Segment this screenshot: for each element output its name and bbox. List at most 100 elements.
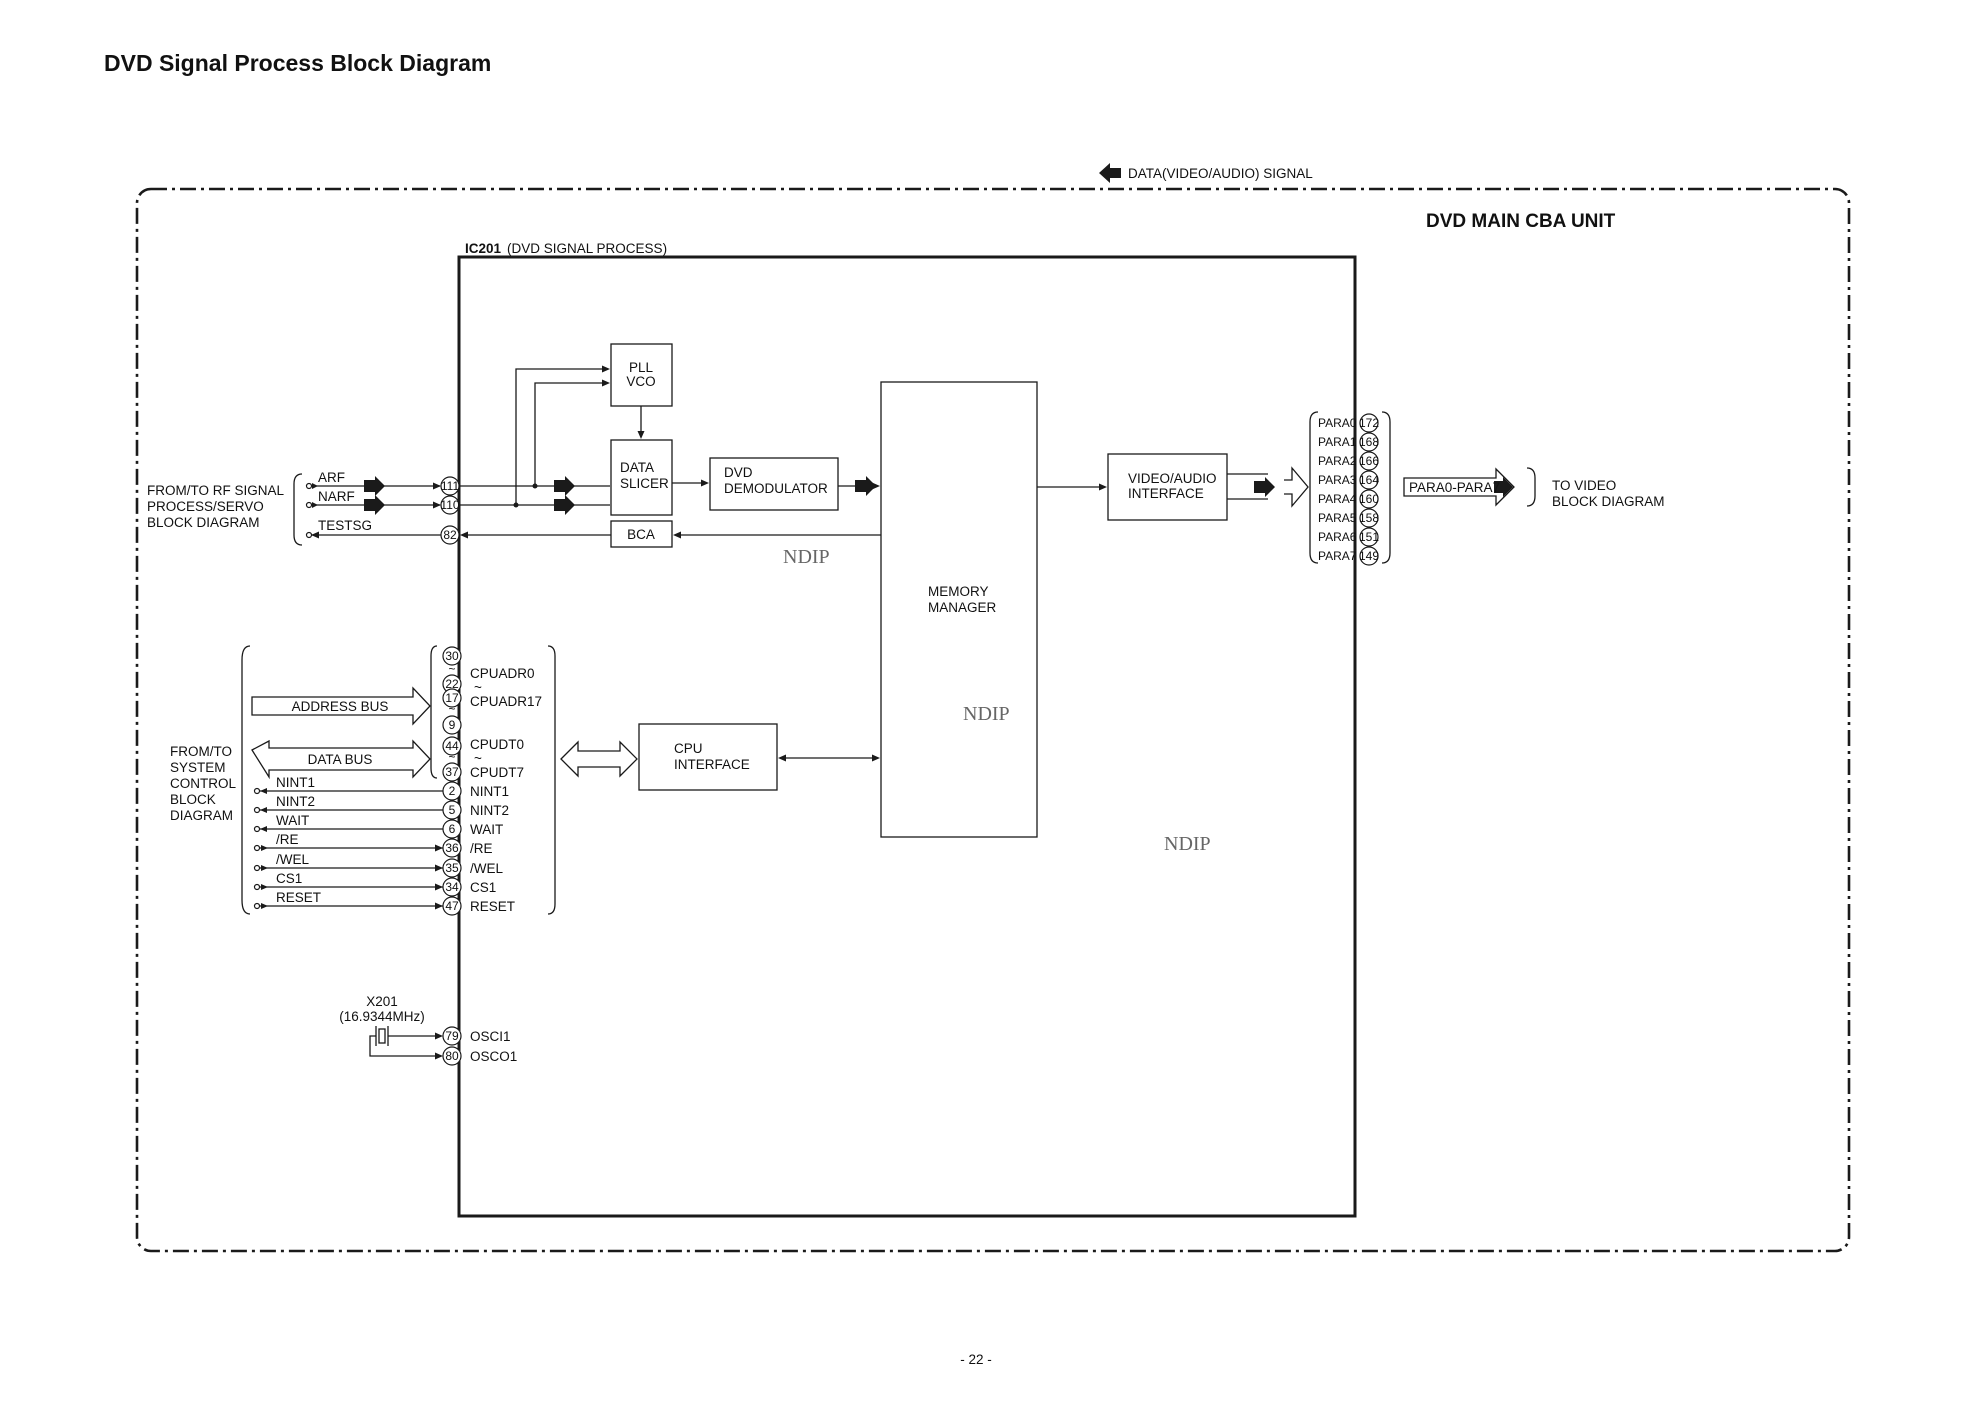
svg-text:PARA3: PARA3 [1318, 473, 1357, 487]
svg-text:WAIT: WAIT [276, 813, 309, 828]
svg-text:22: 22 [445, 677, 459, 691]
svg-text:ADDRESS BUS: ADDRESS BUS [292, 699, 389, 714]
svg-text:~: ~ [474, 751, 482, 766]
svg-text:BCA: BCA [627, 527, 655, 542]
pll-vco-block: PLL VCO [610, 343, 673, 407]
svg-text:~: ~ [448, 662, 455, 676]
svg-text:CS1: CS1 [470, 880, 496, 895]
svg-text:/RE: /RE [470, 841, 493, 856]
svg-text:NINT2: NINT2 [470, 803, 509, 818]
cpu-bus-arrow [560, 740, 638, 778]
svg-text:PROCESS/SERVO: PROCESS/SERVO [147, 499, 264, 514]
svg-text:CPUADR0: CPUADR0 [470, 666, 535, 681]
svg-text:166: 166 [1359, 454, 1379, 468]
unit-title: DVD MAIN CBA UNIT [1426, 211, 1616, 232]
svg-text:160: 160 [1359, 492, 1379, 506]
svg-text:~: ~ [474, 680, 482, 695]
data-bus-arrow [251, 739, 431, 780]
svg-text:2: 2 [449, 784, 456, 798]
svg-text:PARA6: PARA6 [1318, 530, 1357, 544]
svg-text:44: 44 [445, 739, 459, 753]
svg-text:/WEL: /WEL [276, 852, 309, 867]
svg-text:(16.9344MHz): (16.9344MHz) [339, 1009, 425, 1024]
svg-text:MANAGER: MANAGER [928, 600, 997, 615]
svg-text:DEMODULATOR: DEMODULATOR [724, 481, 828, 496]
dvd-demodulator-block: DVD DEMODULATOR [709, 457, 839, 511]
svg-text:BLOCK DIAGRAM: BLOCK DIAGRAM [1552, 494, 1665, 509]
svg-text:OSCI1: OSCI1 [470, 1029, 511, 1044]
svg-text:SLICER: SLICER [620, 476, 669, 491]
svg-text:CPUDT0: CPUDT0 [470, 737, 524, 752]
syscon-signals: FROM/TO SYSTEM CONTROL BLOCK DIAGRAM ADD… [170, 645, 638, 915]
svg-text:164: 164 [1359, 473, 1379, 487]
watermark-ndip: NDIP [1164, 833, 1211, 855]
svg-text:DIAGRAM: DIAGRAM [170, 808, 233, 823]
rf-from-label: FROM/TO RF SIGNAL [147, 483, 285, 498]
svg-text:TESTSG: TESTSG [318, 518, 372, 533]
svg-text:158: 158 [1359, 511, 1379, 525]
svg-text:BLOCK DIAGRAM: BLOCK DIAGRAM [147, 515, 260, 530]
svg-text:17: 17 [445, 691, 459, 705]
svg-text:PARA7: PARA7 [1318, 549, 1357, 563]
svg-text:30: 30 [445, 649, 459, 663]
svg-text:79: 79 [445, 1029, 459, 1043]
svg-text:80: 80 [445, 1049, 459, 1063]
svg-text:PARA0: PARA0 [1318, 416, 1357, 430]
svg-text:NARF: NARF [318, 489, 355, 504]
cpu-interface-block: CPU INTERFACE [638, 723, 778, 791]
svg-text:OSCO1: OSCO1 [470, 1049, 517, 1064]
watermark-ndip: NDIP [963, 703, 1010, 725]
unit-border [135, 187, 1851, 1253]
data-slicer-block: DATA SLICER [610, 439, 673, 516]
svg-text:111: 111 [441, 479, 460, 493]
svg-text:NINT1: NINT1 [470, 784, 509, 799]
ic201-label: IC201(DVD SIGNAL PROCESS) [465, 241, 667, 256]
svg-text:CPUADR17: CPUADR17 [470, 694, 542, 709]
svg-text:149: 149 [1359, 549, 1379, 563]
svg-text:110: 110 [440, 498, 459, 512]
svg-text:RESET: RESET [276, 890, 321, 905]
page-number: - 22 - [960, 1352, 992, 1367]
bca-block: BCA [610, 520, 673, 548]
svg-text:37: 37 [445, 765, 459, 779]
oscillator: X201 (16.9344MHz) 79 80 OSCI1 OSCO1 [339, 994, 517, 1066]
legend-arrow-icon [1099, 163, 1121, 183]
to-video-brace [1526, 467, 1536, 507]
watermark-ndip: NDIP [783, 546, 830, 568]
svg-text:CPU: CPU [674, 741, 703, 756]
svg-text:SYSTEM: SYSTEM [170, 760, 226, 775]
svg-text:INTERFACE: INTERFACE [674, 757, 750, 772]
address-bus-arrow [251, 686, 431, 726]
svg-text:~: ~ [448, 702, 455, 716]
page-title: DVD Signal Process Block Diagram [104, 50, 491, 76]
svg-text:PARA1: PARA1 [1318, 435, 1357, 449]
svg-text:VIDEO/AUDIO: VIDEO/AUDIO [1128, 471, 1217, 486]
svg-text:CONTROL: CONTROL [170, 776, 236, 791]
svg-text:168: 168 [1359, 435, 1379, 449]
svg-text:DVD: DVD [724, 465, 753, 480]
svg-text:36: 36 [445, 841, 459, 855]
svg-text:DATA: DATA [620, 460, 654, 475]
ic201-outline [457, 255, 1357, 1218]
svg-text:5: 5 [449, 803, 456, 817]
svg-text:PARA4: PARA4 [1318, 492, 1357, 506]
svg-text:82: 82 [443, 528, 457, 542]
svg-text:9: 9 [449, 718, 456, 732]
svg-text:35: 35 [445, 861, 459, 875]
svg-text:151: 151 [1359, 530, 1379, 544]
svg-text:X201: X201 [366, 994, 398, 1009]
svg-text:ARF: ARF [318, 470, 345, 485]
